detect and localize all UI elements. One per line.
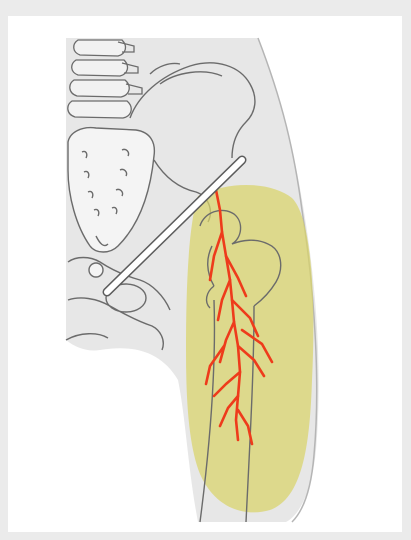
highlight-zone [186,185,313,512]
